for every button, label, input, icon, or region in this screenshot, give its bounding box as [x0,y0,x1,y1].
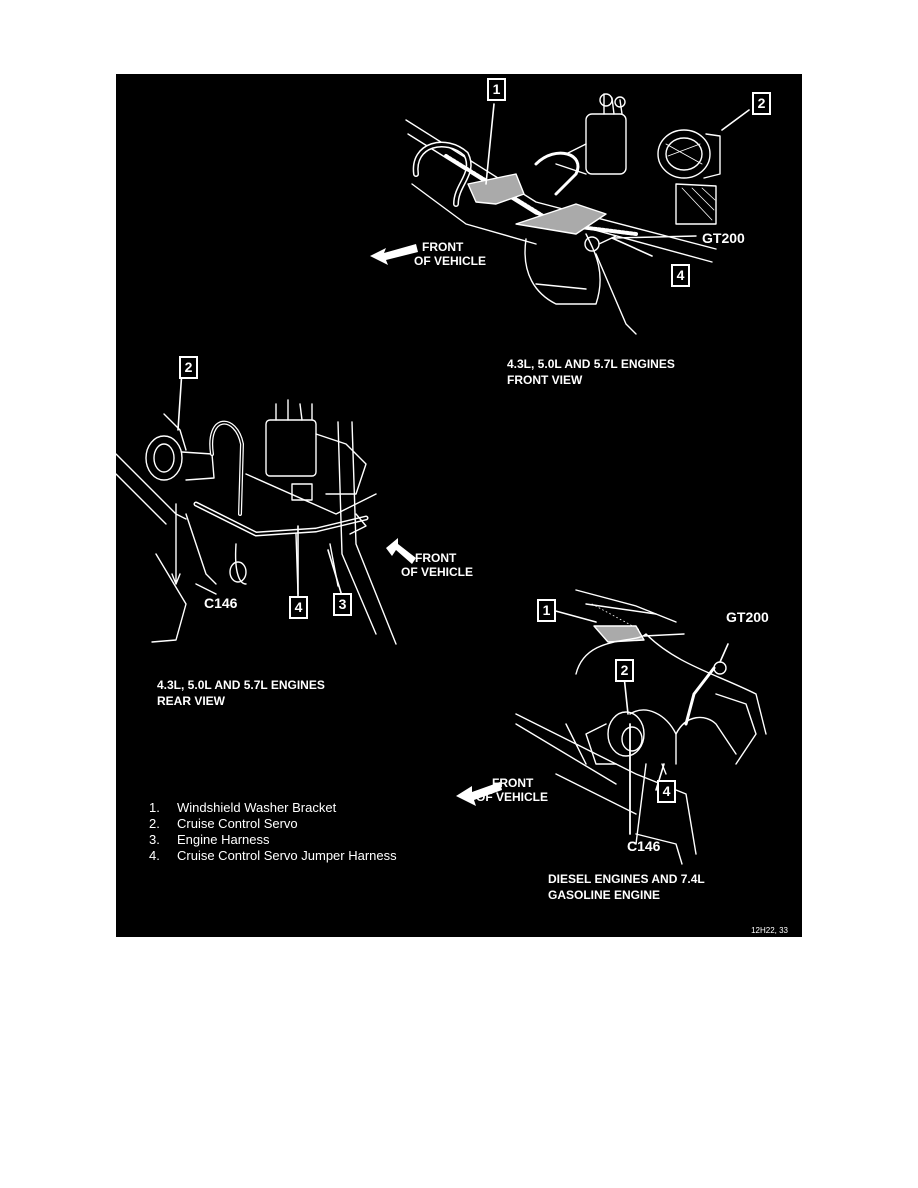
callout-leaders [177,103,750,791]
of-vehicle-words: OF VEHICLE [414,254,487,268]
callout-3-rear-view: 3 [333,593,352,616]
diagram-panel: 1 2 4 2 4 3 1 2 4 GT200 C146 GT200 C146 … [116,74,802,937]
legend-item: 1. Windshield Washer Bracket [149,800,397,816]
connector-gt200-diesel-view: GT200 [726,609,769,625]
caption-diesel-view: DIESEL ENGINES AND 7.4L GASOLINE ENGINE [548,871,705,903]
connector-c146-diesel-view: C146 [627,838,661,854]
legend-text: Cruise Control Servo Jumper Harness [177,848,397,863]
legend-number: 3. [149,832,160,847]
front-arrows [370,244,502,806]
callout-2-front-view: 2 [752,92,771,115]
callout-4-diesel-view: 4 [657,780,676,803]
callout-4-rear-view: 4 [289,596,308,619]
caption-line-2: FRONT VIEW [507,373,583,387]
front-word: FRONT [415,551,457,565]
connector-gt200-front-view: GT200 [702,230,745,246]
legend-number: 1. [149,800,160,815]
front-of-vehicle-rear-view: FRONT OF VEHICLE [401,551,473,579]
legend-number: 4. [149,848,160,863]
callout-2-diesel-view: 2 [615,659,634,682]
front-view-drawing [405,93,721,335]
legend-text: Engine Harness [177,832,270,847]
legend-item: 3. Engine Harness [149,832,397,848]
legend: 1. Windshield Washer Bracket 2. Cruise Con… [149,800,397,864]
legend-item: 4. Cruise Control Servo Jumper Harness [149,848,397,864]
caption-line-2: REAR VIEW [157,694,226,708]
front-of-vehicle-front-view: FRONT OF VEHICLE [414,240,486,268]
connector-c146-rear-view: C146 [204,595,238,611]
caption-line-2: GASOLINE ENGINE [548,888,661,902]
caption-line-1: 4.3L, 5.0L AND 5.7L ENGINES [507,357,675,371]
caption-front-view: 4.3L, 5.0L AND 5.7L ENGINES FRONT VIEW [507,356,675,388]
of-vehicle-words: OF VEHICLE [401,565,474,579]
legend-item: 2. Cruise Control Servo [149,816,397,832]
legend-text: Windshield Washer Bracket [177,800,337,815]
caption-line-1: DIESEL ENGINES AND 7.4L [548,872,705,886]
front-word: FRONT [422,240,464,254]
front-word: FRONT [492,776,534,790]
callout-4-front-view: 4 [671,264,690,287]
rear-view-drawing [116,399,397,645]
figure-id: 12H22, 33 [751,926,788,935]
front-of-vehicle-diesel-view: FRONT OF VEHICLE [476,776,548,804]
of-vehicle-words: OF VEHICLE [476,790,549,804]
caption-rear-view: 4.3L, 5.0L AND 5.7L ENGINES REAR VIEW [157,677,325,709]
callout-1-diesel-view: 1 [537,599,556,622]
diesel-view-drawing [515,589,767,865]
caption-line-1: 4.3L, 5.0L AND 5.7L ENGINES [157,678,325,692]
callout-2-rear-view: 2 [179,356,198,379]
legend-text: Cruise Control Servo [177,816,298,831]
callout-1-front-view: 1 [487,78,506,101]
legend-number: 2. [149,816,160,831]
